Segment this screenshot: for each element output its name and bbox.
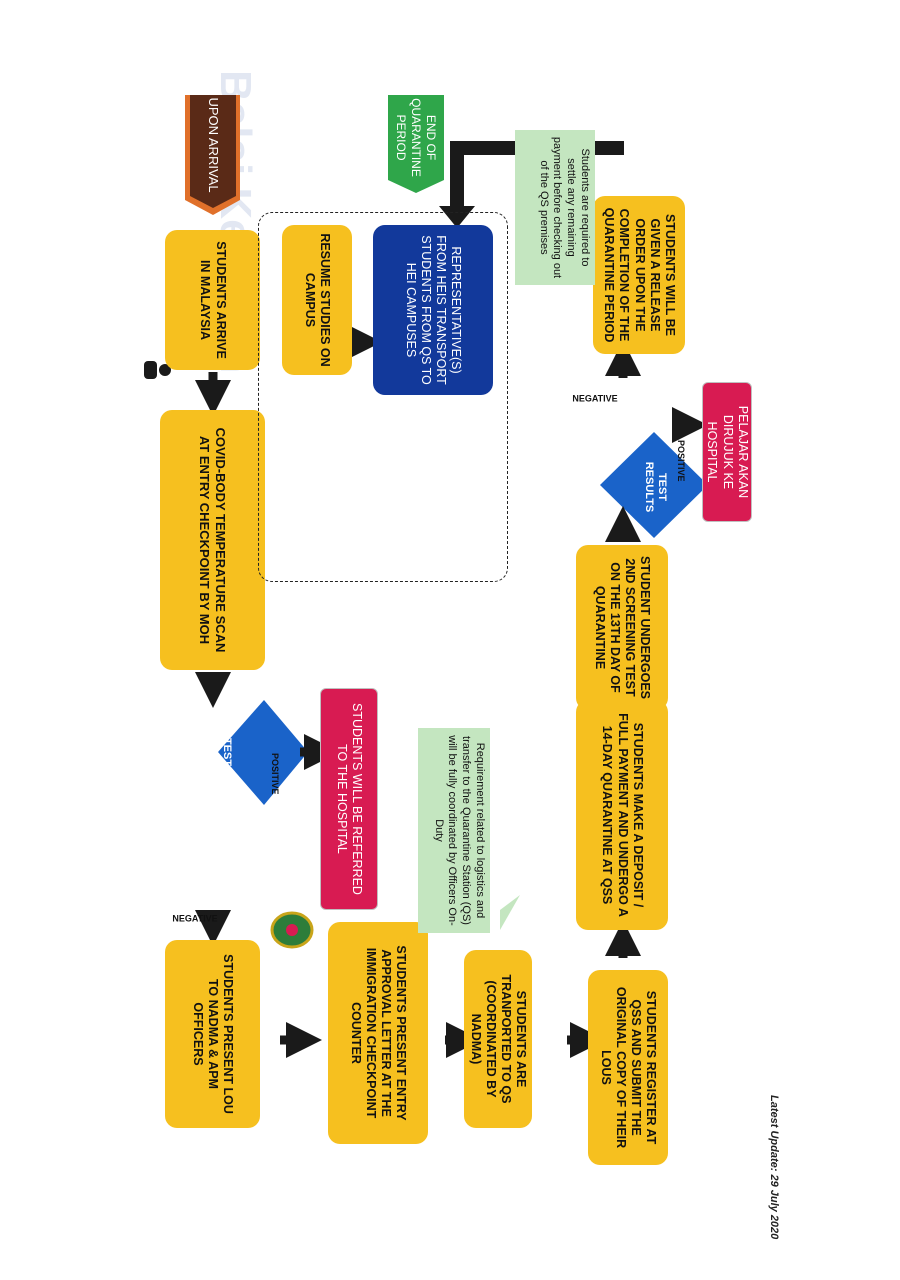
upon-arrival-tag: UPON ARRIVAL — [206, 97, 222, 193]
step-present-lou: STUDENTS PRESENT LoU TO NADMA & APM OFFI… — [165, 940, 260, 1128]
test-results-1-label: TEST RESULTS — [207, 726, 233, 778]
upon-arrival-tag-shape — [190, 95, 236, 208]
step-register: STUDENTS REGISTER AT QSs AND SUBMIT THE … — [588, 970, 668, 1165]
note-settle-payment: Students are required to settle any rema… — [515, 130, 595, 285]
end-of-quarantine-tag-shape — [388, 95, 444, 193]
test-results-1-diamond — [218, 700, 308, 805]
positive-label-1: POSITIVE — [270, 753, 280, 795]
test-results-2-label: TEST RESULTS — [642, 461, 668, 513]
negative-label-1: NEGATIVE — [172, 913, 218, 924]
end-of-quarantine-tag: END OF QUARANTINE PERIOD — [394, 98, 439, 177]
return-arrowhead — [439, 206, 475, 228]
note-logistics-tail — [500, 895, 520, 930]
step-release-order: STUDENTS WILL BE GIVEN A RELEASE ORDER U… — [593, 196, 685, 354]
step-arrive: STUDENTS ARRIVE IN MALAYSIA — [165, 230, 260, 370]
negative-label-2: NEGATIVE — [572, 393, 618, 404]
step-representatives: REPRESENTATIVE(S) FROM HEIS TRANSPORT ST… — [373, 225, 493, 395]
latest-update: Latest Update: 29 July 2020 — [768, 1095, 780, 1240]
step-temperature-scan: COVID-BODY TEMPERATURE SCAN AT ENTRY CHE… — [160, 410, 265, 670]
step-pelajar-hospital: PELAJAR AKAN DIRUJUK KE HOSPITAL — [702, 382, 752, 522]
step-payment-quarantine: STUDENTS MAKE A DEPOSIT / FULL PAYMENT A… — [576, 700, 668, 930]
note-logistics: Requirement related to logistics and tra… — [418, 728, 490, 933]
step-transported: STUDENTS ARE TRANPORTED TO QS (COORDINAT… — [464, 950, 532, 1128]
step-resume-studies: RESUME STUDIES ON CAMPUS — [282, 225, 352, 375]
immigration-logo-icon — [270, 911, 314, 949]
officer-icon — [144, 361, 171, 379]
step-second-screening: STUDENT UNDERGOES 2ND SCREENING TEST ON … — [576, 545, 668, 710]
positive-label-2: POSITIVE — [676, 440, 686, 482]
step-referred-hospital: STUDENTS WILL BE REFERRED TO THE HOSPITA… — [320, 688, 378, 910]
step-entry-approval: STUDENTS PRESENT ENTRY APPROVAL LETTER A… — [328, 922, 428, 1144]
